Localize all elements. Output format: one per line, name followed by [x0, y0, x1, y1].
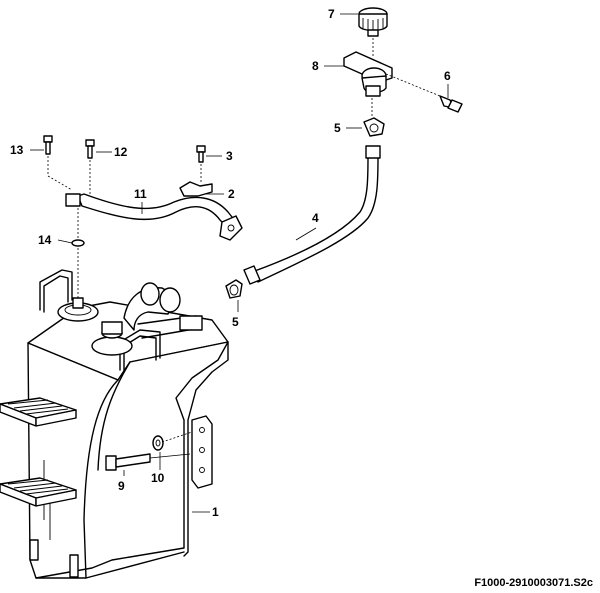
lower-step — [0, 477, 77, 507]
callout-5-upper: 5 — [334, 121, 341, 135]
hose-11 — [65, 193, 243, 241]
bolt-6 — [439, 95, 463, 113]
callout-5-lower: 5 — [232, 315, 239, 329]
upper-step — [0, 397, 77, 427]
figure-reference: F1000-2910003071.S2c — [474, 577, 593, 589]
bolt-12 — [85, 139, 95, 194]
washer-10 — [152, 431, 193, 451]
callout-1: 1 — [212, 505, 219, 519]
hose-4 — [243, 145, 381, 285]
callout-13: 13 — [10, 143, 24, 157]
callout-9: 9 — [118, 479, 125, 493]
cap-7 — [358, 7, 388, 58]
leader-lines — [30, 13, 449, 513]
mounting-plate — [191, 415, 213, 489]
bolt-9 — [105, 453, 191, 471]
callout-10: 10 — [151, 471, 165, 485]
callout-6: 6 — [444, 69, 451, 83]
bracket-8 — [343, 51, 441, 116]
screw-3 — [196, 145, 206, 184]
callout-8: 8 — [312, 59, 319, 73]
callout-4: 4 — [312, 211, 319, 225]
callout-12: 12 — [114, 145, 128, 159]
callout-14: 14 — [38, 233, 52, 247]
clamp-5-lower — [225, 279, 243, 299]
callout-11: 11 — [134, 187, 147, 201]
callout-3: 3 — [226, 149, 233, 163]
callout-7: 7 — [328, 7, 335, 21]
clamp-2 — [179, 181, 213, 197]
washer-14 — [71, 208, 85, 300]
callout-2: 2 — [228, 187, 235, 201]
bolt-13 — [43, 135, 73, 191]
clamp-5-upper — [363, 117, 385, 137]
